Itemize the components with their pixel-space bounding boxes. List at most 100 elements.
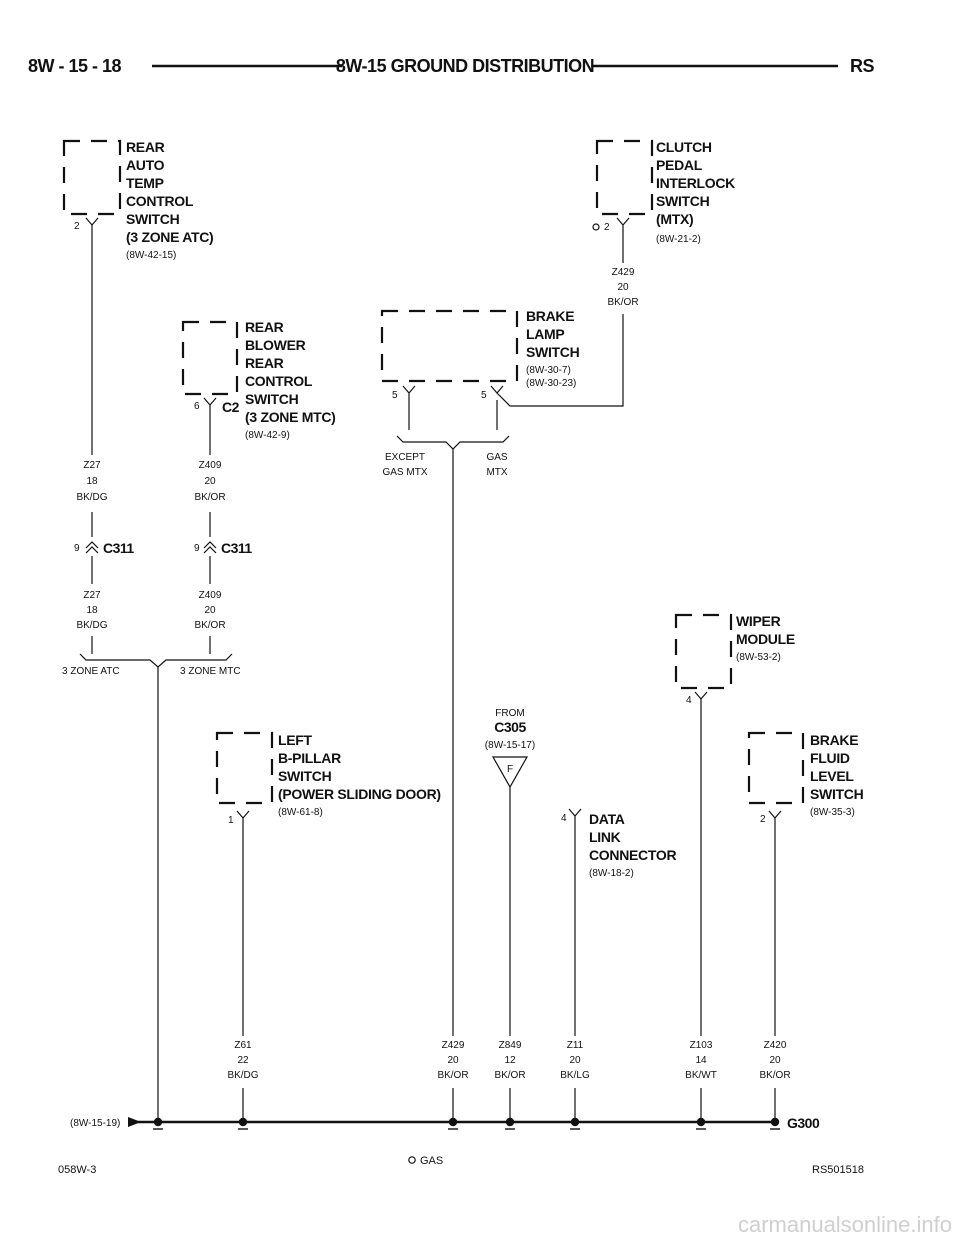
clutch-pedal-interlock-switch: CLUTCH PEDAL INTERLOCK SWITCH (MTX) (8W-… [592,139,735,245]
pin-number: 9 [74,543,80,554]
component-label-line: DATA [589,811,625,827]
option-bracket [396,435,510,450]
component-label-line: CONTROL [245,373,313,389]
pin-number: 5 [392,390,398,401]
wire-color: BK/OR [194,492,225,503]
terminal-symbol [402,385,416,394]
wire-code: Z409 [199,590,222,601]
component-label-line: (POWER SLIDING DOOR) [278,786,441,802]
component-label-line: CLUTCH [656,139,712,155]
wire-color: BK/OR [607,297,638,308]
brake-lamp-switch: BRAKE LAMP SWITCH (8W-30-7) (8W-30-23) 5… [380,308,580,401]
component-label-line: LAMP [526,326,564,342]
component-label-line: CONNECTOR [589,847,676,863]
wire-z429-clutch: Z429 20 BK/OR [496,225,639,407]
terminal-symbol [694,691,708,700]
splice-dots [153,1117,780,1127]
pin-number: 4 [686,695,692,706]
wire-gauge: 22 [237,1055,249,1066]
component-label-line: (3 ZONE ATC) [126,229,213,245]
from-c305-splice: FROM C305 (8W-15-17) F [485,708,535,789]
component-label-line: REAR [245,355,284,371]
wire-code: Z420 [764,1040,787,1051]
terminal-symbol [616,217,630,226]
component-label-line: B-PILLAR [278,750,341,766]
component-outline [215,731,274,805]
brake-fluid-level-switch: BRAKE FLUID LEVEL SWITCH (8W-35-3) 2 [747,731,864,825]
section-reference: (8W-18-2) [589,868,634,879]
component-label-line: LINK [589,829,621,845]
ground-bus-g300: (8W-15-19) G300 [70,1115,820,1131]
component-label-line: BRAKE [526,308,574,324]
component-outline [62,139,122,216]
pin-number: 4 [561,813,567,824]
wire-gauge: 20 [204,605,216,616]
wire-gauge: 20 [447,1055,459,1066]
pin-number: 6 [194,401,200,412]
component-label-line: INTERLOCK [656,175,735,191]
component-label-line: WIPER [736,613,781,629]
option-label: 3 ZONE MTC [180,666,241,677]
wire-code: Z11 [567,1040,584,1051]
wire-segment [496,314,624,407]
wire-z11: Z11 20 BK/LG [560,816,590,1118]
zone-option-bracket: 3 ZONE ATC 3 ZONE MTC [62,653,241,1122]
component-label-line: BRAKE [810,732,858,748]
wire-color: BK/DG [76,492,107,503]
component-label-line: TEMP [126,175,164,191]
splice-triangle-icon [491,756,529,789]
inline-connector-icon [203,541,217,554]
connector-name: C305 [494,719,526,735]
component-outline [674,613,733,690]
splice-letter: F [507,764,513,775]
pin-number: 2 [604,222,610,233]
component-label-line: REAR [126,139,165,155]
splice-dot-icon [448,1117,458,1127]
connector-name: C311 [221,540,252,556]
component-label-line: REAR [245,319,284,335]
component-outline [595,139,654,216]
component-label-line: PEDAL [656,157,703,173]
brake-lamp-option-bracket: EXCEPT GAS MTX GAS MTX [382,393,510,1036]
gas-option-marker-icon [592,223,600,231]
wire-color: BK/DG [76,620,107,631]
option-label: EXCEPT [385,452,425,463]
component-label-line: SWITCH [526,344,580,360]
component-label-line: SWITCH [278,768,332,784]
footer-left-code: 058W-3 [58,1164,96,1176]
page-number: 8W - 15 - 18 [28,56,122,76]
option-label: GAS [486,452,507,463]
wire-color: BK/DG [227,1070,258,1081]
watermark: carmanualsonline.info [738,1212,952,1237]
component-label-line: (MTX) [656,211,693,227]
wire-code: Z103 [690,1040,713,1051]
section-reference: (8W-61-8) [278,807,323,818]
pin-number: 1 [228,815,234,826]
wire-gauge: 18 [86,605,98,616]
model-code: RS [850,56,874,76]
wire-z409: Z409 20 BK/OR 9 C311 Z409 20 BK/OR [194,405,253,654]
wire-gauge: 12 [504,1055,516,1066]
splice-dot-icon [696,1117,706,1127]
component-label-line: SWITCH [810,786,864,802]
wire-z849: Z849 12 BK/OR [494,787,526,1118]
pin-number: 9 [194,543,200,554]
left-b-pillar-switch: LEFT B-PILLAR SWITCH (POWER SLIDING DOOR… [215,731,441,826]
from-label: FROM [495,708,524,719]
connector-name: C311 [103,540,134,556]
footer-right-code: RS501518 [812,1164,864,1176]
component-label-line: AUTO [126,157,165,173]
terminal-symbol [768,810,782,819]
wire-z103: Z103 14 BK/WT [685,699,717,1118]
splice-dot-icon [505,1117,515,1127]
wire-gauge: 20 [769,1055,781,1066]
component-label-line: SWITCH [126,211,180,227]
ground-from-reference: (8W-15-19) [70,1118,120,1129]
wire-color: BK/OR [759,1070,790,1081]
terminal-symbol [236,810,250,819]
wire-z27: Z27 18 BK/DG 9 C311 Z27 18 BK/DG [74,225,135,654]
splice-dot-icon [770,1117,780,1127]
wiper-module: WIPER MODULE (8W-53-2) 4 [674,613,795,706]
page-header: 8W - 15 - 18 8W-15 GROUND DISTRIBUTION R… [28,56,875,76]
